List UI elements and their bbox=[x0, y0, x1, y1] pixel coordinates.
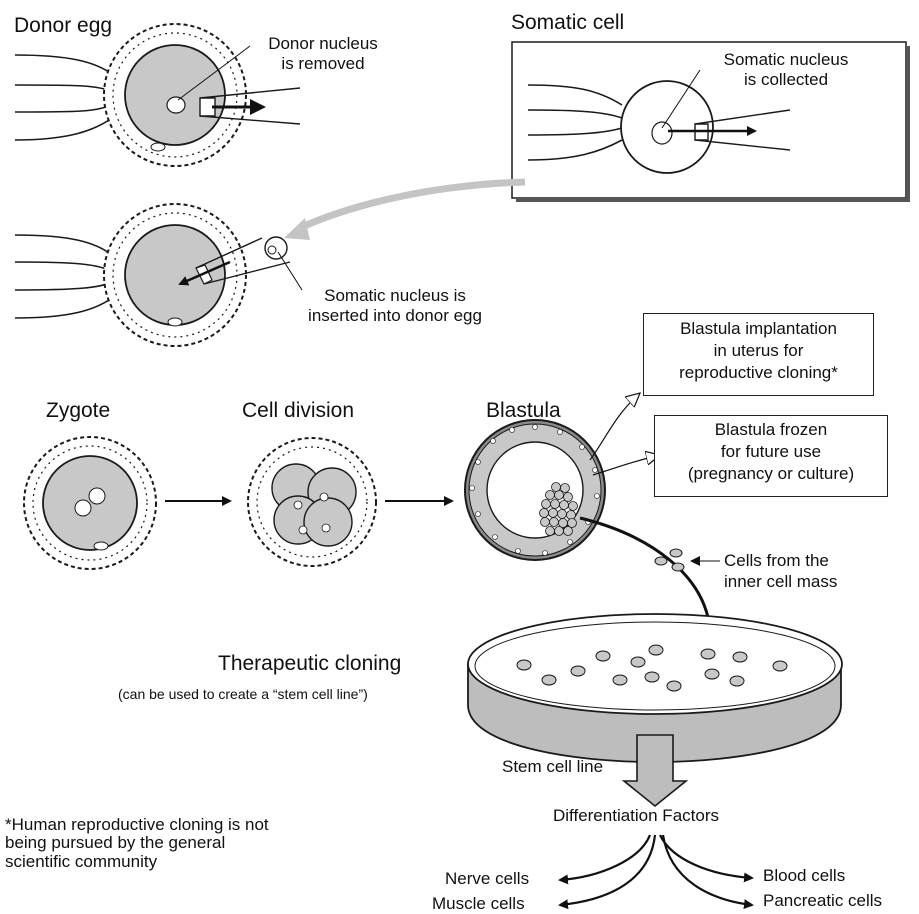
somatic-nucleus-inserted-label: Somatic nucleus is inserted into donor e… bbox=[290, 286, 500, 325]
zygote-cell bbox=[24, 437, 156, 569]
somatic-nucleus-collected-label: Somatic nucleus is collected bbox=[696, 50, 876, 89]
blastula-frozen-line1: Blastula frozen bbox=[654, 419, 888, 441]
somatic-nucleus-inserted-line1: Somatic nucleus is bbox=[290, 286, 500, 306]
donor-nucleus-removed-line2: is removed bbox=[248, 54, 398, 74]
blastula-implantation-line3: reproductive cloning* bbox=[643, 362, 874, 384]
footnote-line1: *Human reproductive cloning is not bbox=[5, 816, 269, 834]
arrow-blood-cells bbox=[660, 835, 752, 878]
cell-division-title: Cell division bbox=[242, 399, 354, 423]
donor-nucleus-removed-label: Donor nucleus is removed bbox=[248, 34, 398, 73]
blastula-to-implantation-arrow bbox=[590, 393, 640, 460]
inner-cell-mass-label: Cells from the inner cell mass bbox=[724, 550, 837, 593]
donor-egg-title: Donor egg bbox=[14, 14, 112, 38]
blastula-frozen-line3: (pregnancy or culture) bbox=[654, 463, 888, 485]
differentiation-factors-label: Differentiation Factors bbox=[553, 806, 719, 826]
footnote-line3: scientific community bbox=[5, 853, 269, 871]
footnote-line2: being pursued by the general bbox=[5, 834, 269, 852]
transfer-arrow bbox=[284, 182, 525, 240]
blastula-cell bbox=[465, 420, 605, 560]
therapeutic-cloning-title: Therapeutic cloning bbox=[218, 652, 401, 676]
zygote-title: Zygote bbox=[46, 399, 110, 423]
blastula-frozen-label: Blastula frozen for future use (pregnanc… bbox=[654, 419, 888, 484]
somatic-nucleus-collected-line1: Somatic nucleus bbox=[696, 50, 876, 70]
blastula-implantation-line2: in uterus for bbox=[643, 340, 874, 362]
inner-cell-mass-line2: inner cell mass bbox=[724, 571, 837, 592]
donor-nucleus-removed-line1: Donor nucleus bbox=[248, 34, 398, 54]
cell-division-cell bbox=[248, 438, 376, 566]
somatic-cell-title: Somatic cell bbox=[511, 11, 624, 35]
muscle-cells-label: Muscle cells bbox=[432, 894, 525, 914]
differentiation-arrows bbox=[560, 835, 752, 905]
blastula-implantation-label: Blastula implantation in uterus for repr… bbox=[643, 318, 874, 383]
recipient-egg bbox=[104, 204, 246, 346]
blastula-title: Blastula bbox=[486, 399, 561, 423]
therapeutic-cloning-note: (can be used to create a “stem cell line… bbox=[118, 686, 368, 702]
somatic-inserted-leader bbox=[278, 252, 302, 290]
somatic-nucleus-inserted-line2: inserted into donor egg bbox=[290, 306, 500, 326]
blastula-to-frozen-arrow bbox=[593, 455, 660, 475]
nerve-cells-label: Nerve cells bbox=[445, 869, 529, 889]
inner-cell-mass-line1: Cells from the bbox=[724, 550, 837, 571]
blood-cells-label: Blood cells bbox=[763, 866, 845, 886]
pancreatic-cells-label: Pancreatic cells bbox=[763, 891, 882, 911]
somatic-nucleus-collected-line2: is collected bbox=[696, 70, 876, 90]
footnote: *Human reproductive cloning is not being… bbox=[5, 816, 269, 871]
recipient-egg-holding-pipette bbox=[15, 235, 112, 318]
blastula-frozen-line2: for future use bbox=[654, 441, 888, 463]
blastula-implantation-line1: Blastula implantation bbox=[643, 318, 874, 340]
stem-cell-line-label: Stem cell line bbox=[502, 757, 603, 777]
donor-egg-holding-pipette bbox=[15, 55, 112, 140]
arrow-nerve-cells bbox=[560, 835, 650, 880]
